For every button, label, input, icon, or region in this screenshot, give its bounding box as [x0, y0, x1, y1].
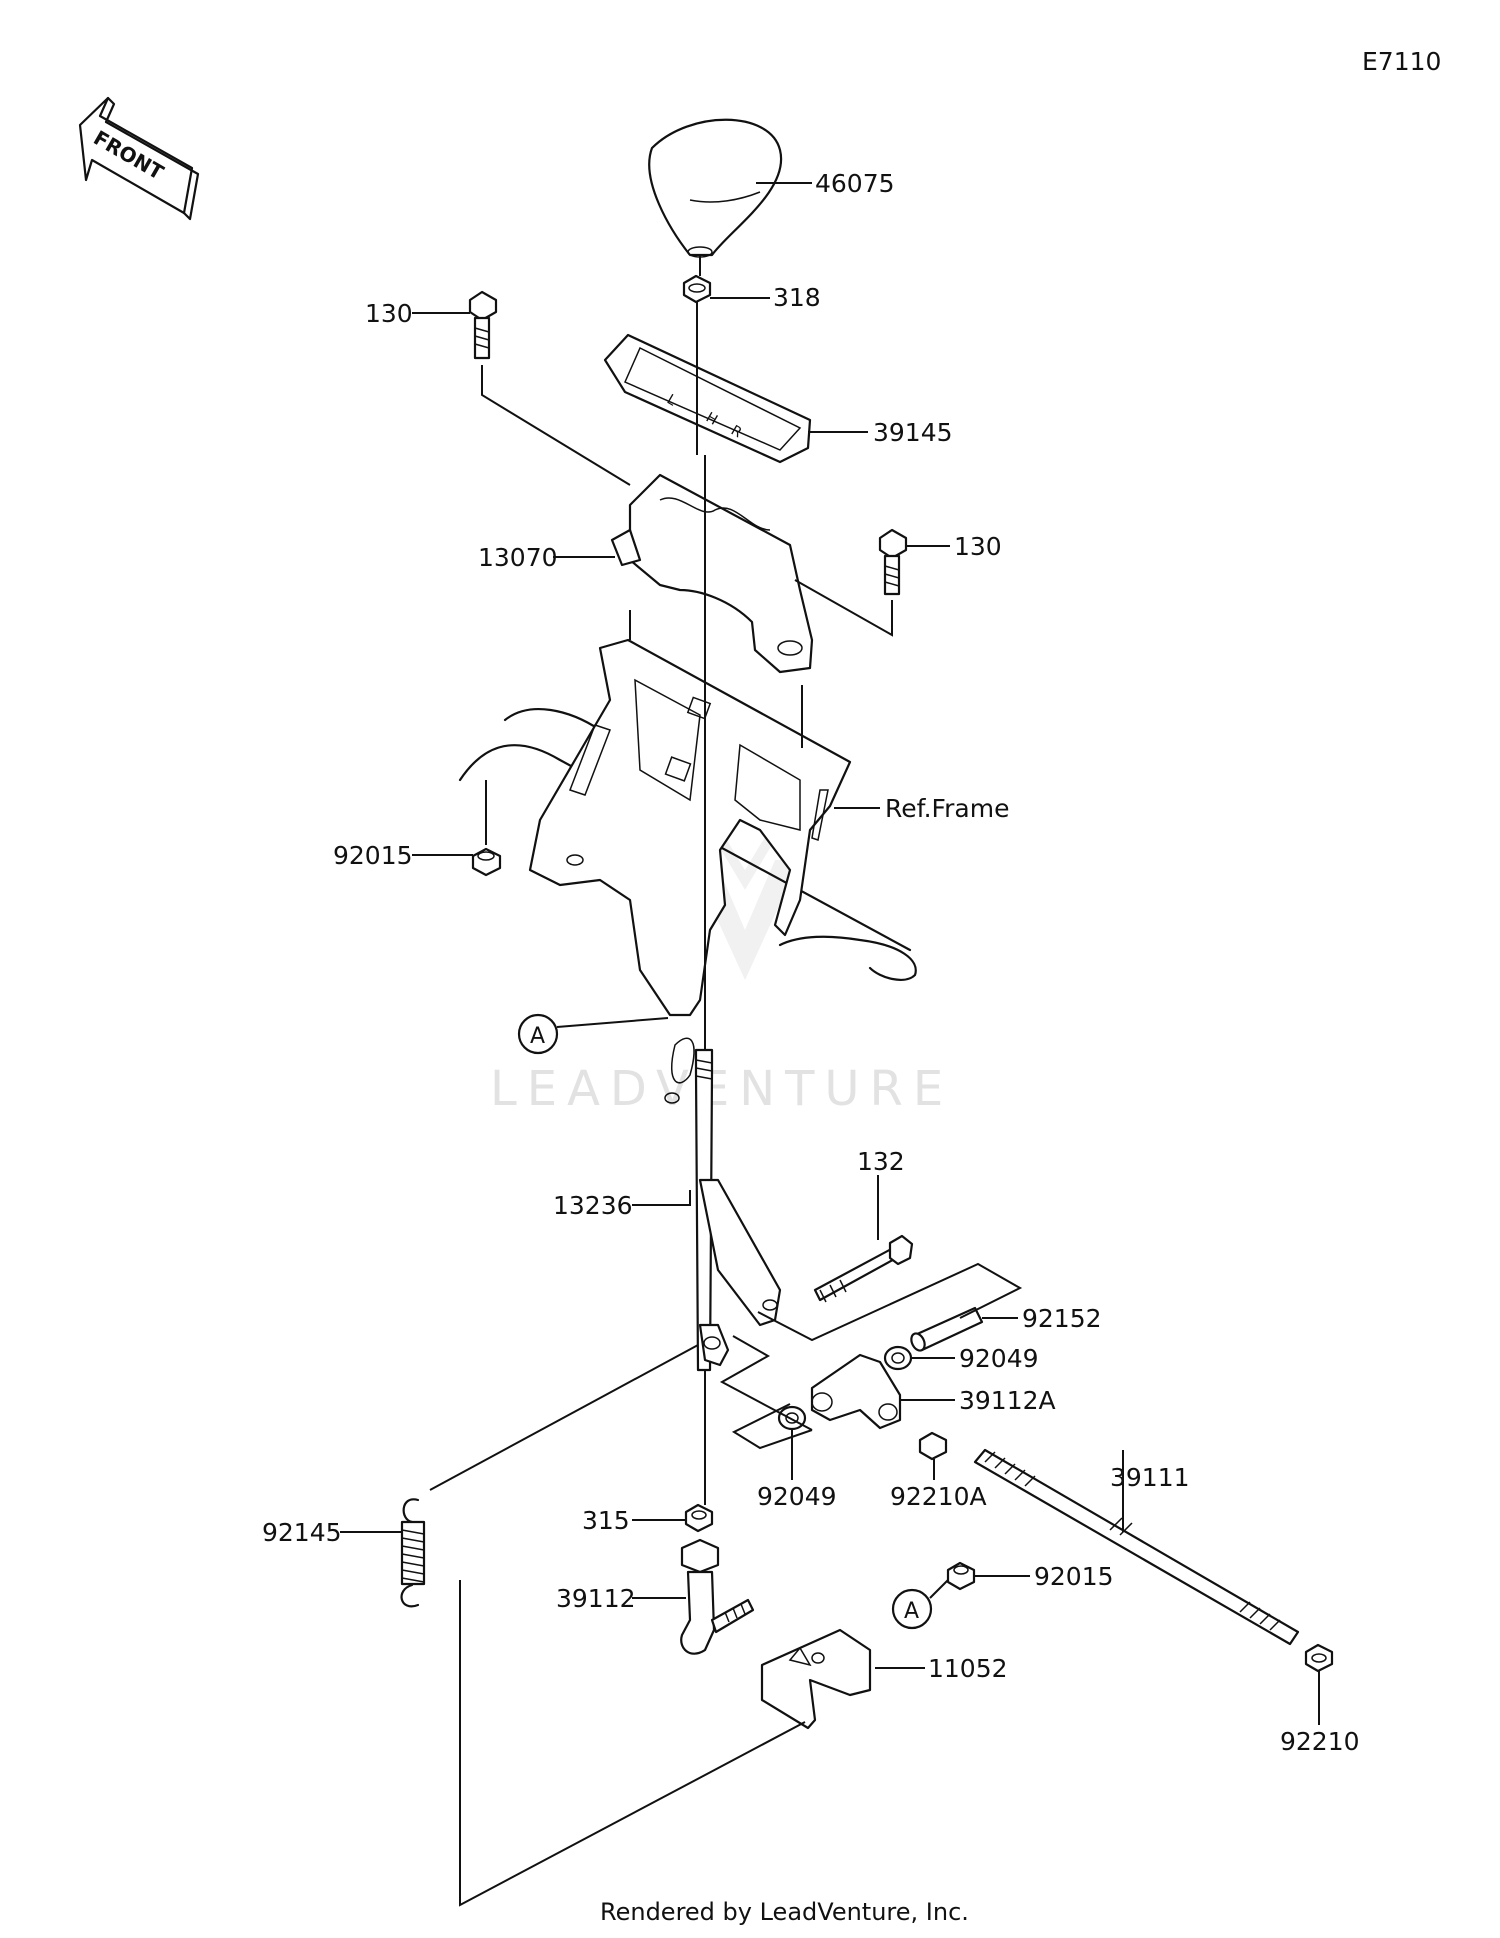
- callout-318: 318: [773, 283, 821, 312]
- shift-lever-13236: [694, 1048, 782, 1372]
- nut-315: [684, 1503, 714, 1533]
- ref-circle-a-bottom: A: [891, 1588, 933, 1630]
- bracket-11052: [760, 1628, 872, 1730]
- watermark-text: LEADVENTURE: [490, 1061, 953, 1117]
- shift-indicator-plate: L H R: [603, 333, 812, 464]
- nut-92210A: [918, 1431, 948, 1461]
- callout-ref-frame: Ref.Frame: [885, 794, 1009, 823]
- nut-92015-top: [471, 847, 502, 877]
- callout-315: 315: [582, 1506, 630, 1535]
- leader-lines: [340, 182, 1320, 1907]
- callout-11052: 11052: [928, 1654, 1008, 1683]
- callout-labels: 46075 318 130 39145 130 13070 Ref.Frame …: [262, 169, 1360, 1756]
- callout-13070: 13070: [478, 543, 558, 572]
- callout-13236: 13236: [553, 1191, 633, 1220]
- callout-130-left: 130: [365, 299, 413, 328]
- rod-39111: [973, 1448, 1300, 1646]
- washer-92049-right: [883, 1345, 913, 1371]
- callout-130-right: 130: [954, 532, 1002, 561]
- frame-tube: [458, 708, 917, 981]
- front-arrow-icon: FRONT: [78, 96, 200, 221]
- ref-label-a-top: A: [530, 1024, 545, 1049]
- callout-92049-left: 92049: [757, 1482, 837, 1511]
- callout-39112: 39112: [556, 1584, 636, 1613]
- frame-bracket: [528, 638, 852, 1104]
- diagram-code: E7110: [1362, 47, 1441, 76]
- callout-39112A: 39112A: [959, 1386, 1056, 1415]
- bolt-130-left: [468, 290, 498, 360]
- spring-92145: [400, 1498, 426, 1608]
- nut-92015-bottom: [946, 1561, 976, 1591]
- shift-knob: [648, 118, 783, 258]
- callout-39111: 39111: [1110, 1463, 1190, 1492]
- ref-circle-a-top: A: [517, 1013, 559, 1055]
- nut-318: [682, 274, 712, 304]
- callout-46075: 46075: [815, 169, 895, 198]
- bolt-130-right: [878, 528, 908, 596]
- shift-gate-13070: [610, 473, 814, 674]
- callout-92015-top: 92015: [333, 841, 413, 870]
- ball-joint-39112: [680, 1538, 755, 1655]
- footer-credit: Rendered by LeadVenture, Inc.: [600, 1898, 969, 1926]
- lever-arm-39112A: [810, 1353, 902, 1430]
- callout-92145: 92145: [262, 1518, 342, 1547]
- callout-132: 132: [857, 1147, 905, 1176]
- callout-92210A: 92210A: [890, 1482, 987, 1511]
- pin-92152: [910, 1306, 984, 1352]
- callout-39145: 39145: [873, 418, 953, 447]
- nut-92210: [1304, 1643, 1334, 1673]
- callout-92015-bottom: 92015: [1034, 1562, 1114, 1591]
- washer-92049-left: [777, 1405, 807, 1431]
- callout-92152: 92152: [1022, 1304, 1102, 1333]
- callout-92049-right: 92049: [959, 1344, 1039, 1373]
- bolt-132: [813, 1234, 914, 1303]
- callout-92210: 92210: [1280, 1727, 1360, 1756]
- ref-label-a-bottom: A: [904, 1599, 919, 1624]
